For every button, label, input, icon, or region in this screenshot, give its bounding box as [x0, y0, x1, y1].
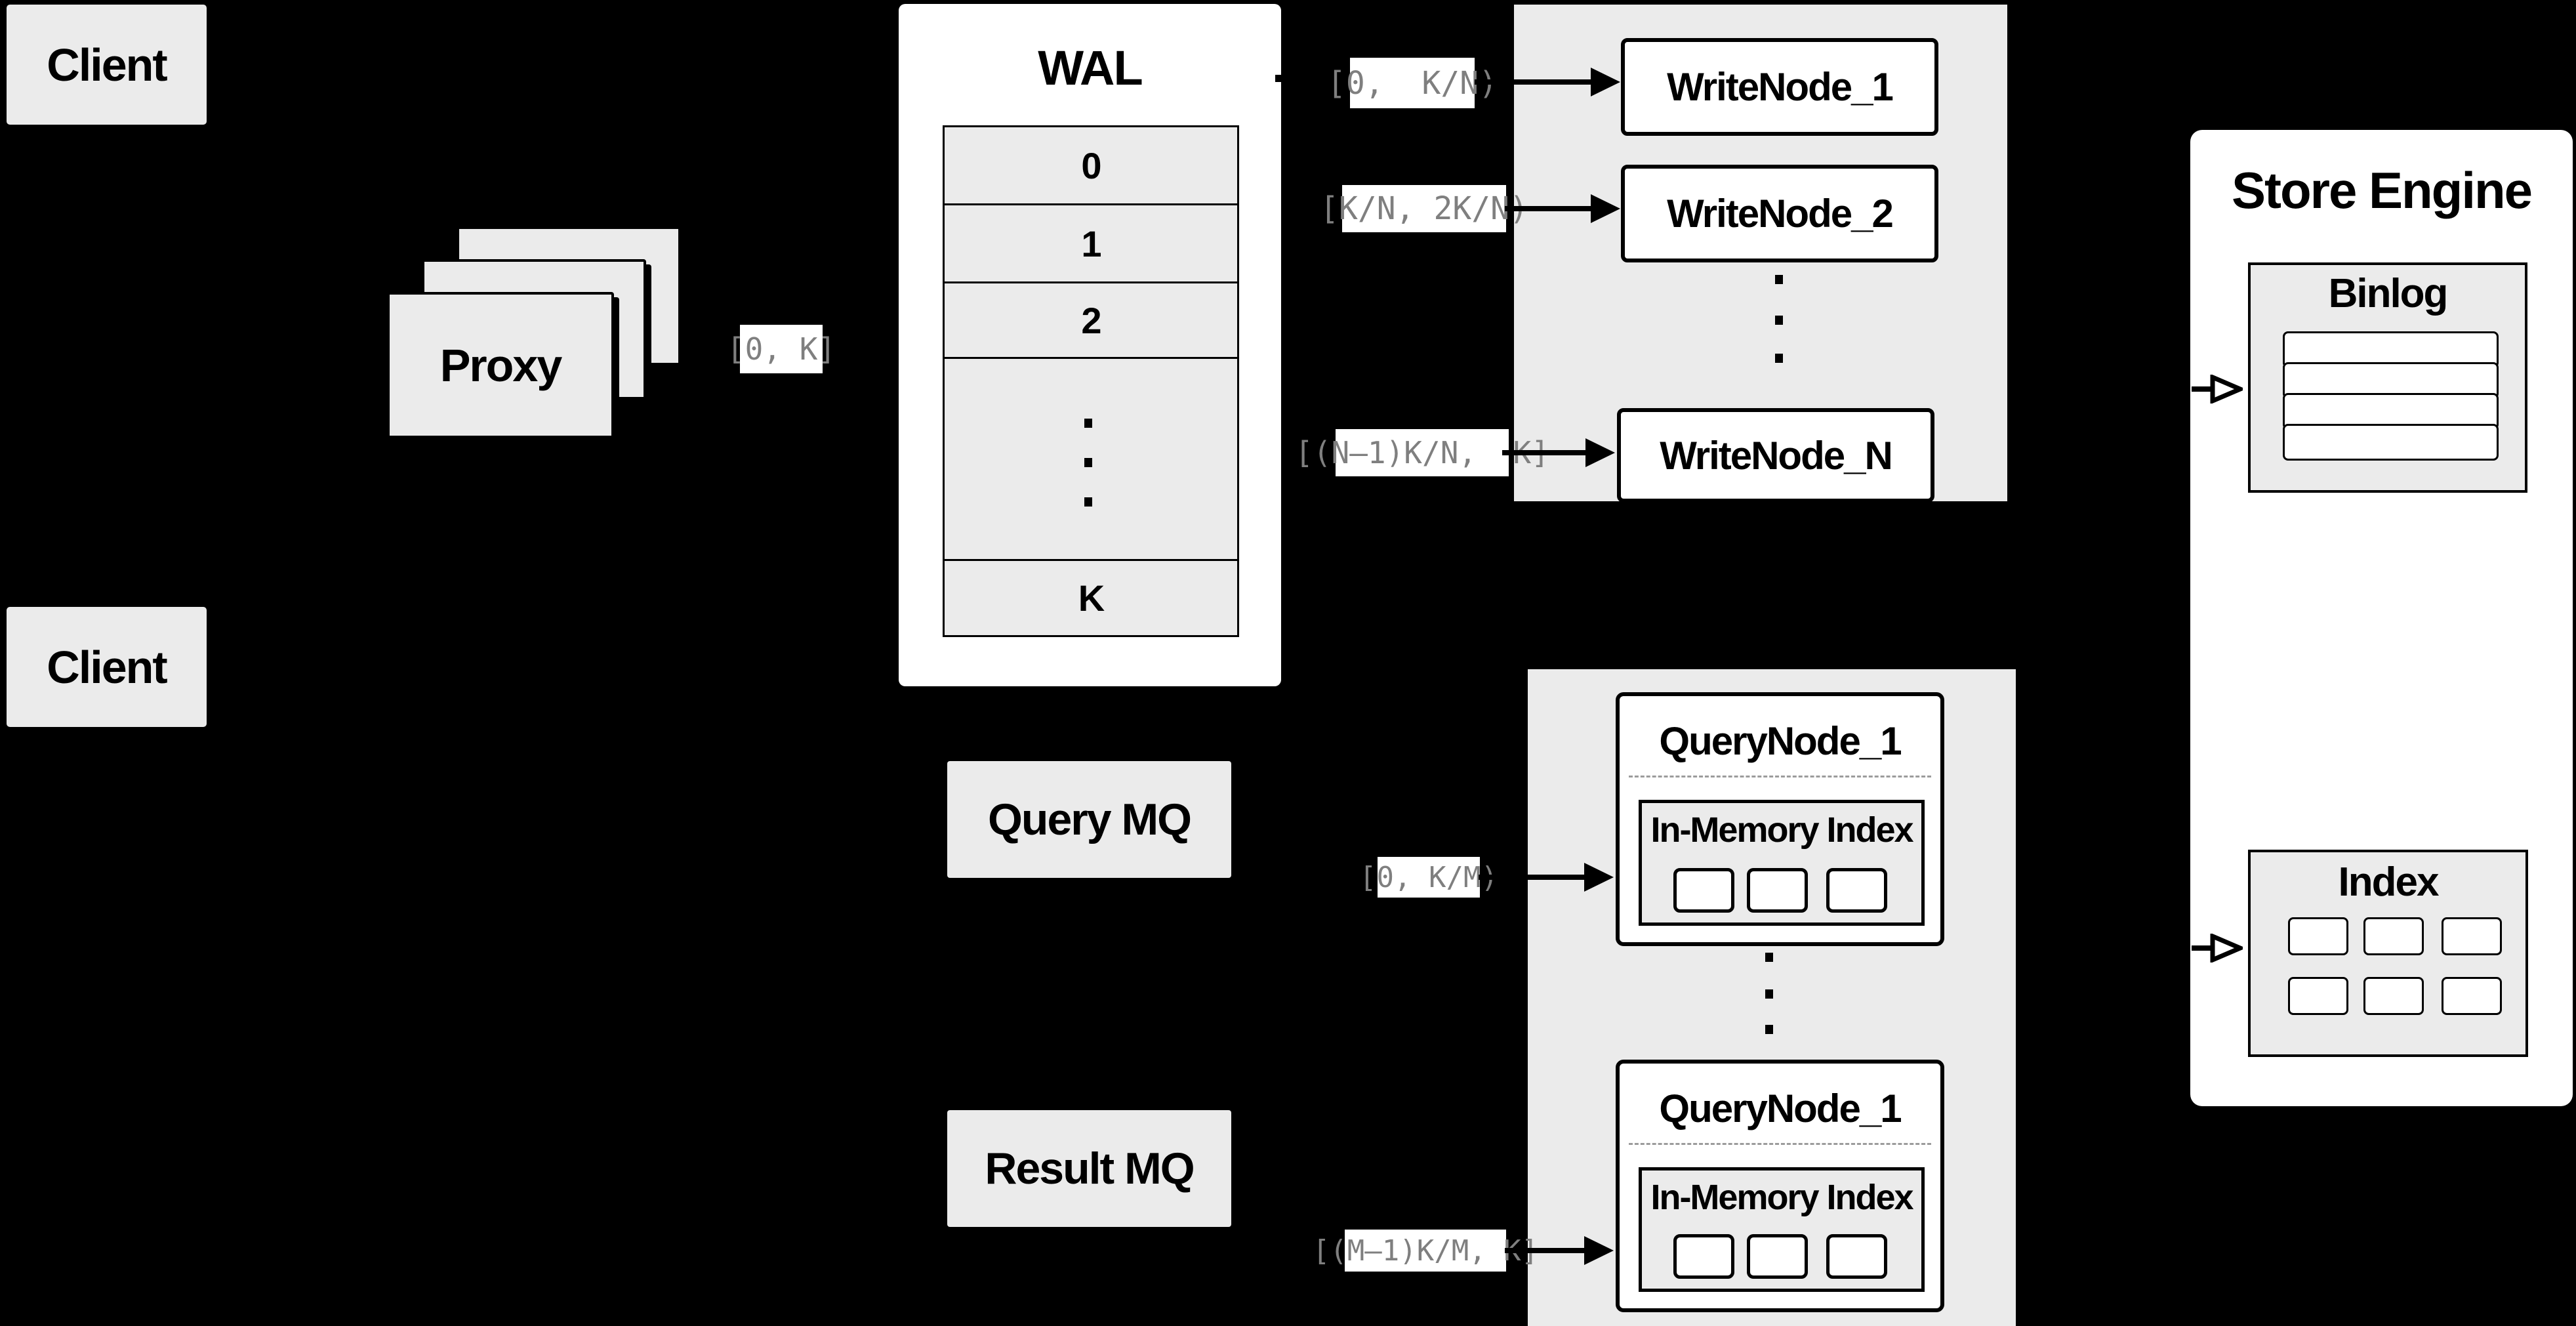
dashed-divider: [1629, 776, 1931, 777]
arrow-to-binlog-icon: [2192, 375, 2243, 404]
wal-ellipsis-row: [943, 357, 1239, 561]
ellipsis-dot-icon: [1775, 354, 1783, 363]
ellipsis-dot-icon: [1775, 275, 1783, 284]
write-node-n: WriteNode_N: [1617, 408, 1934, 503]
index-box: Index: [2248, 850, 2528, 1057]
memory-segment-cell: [1673, 868, 1734, 913]
in-memory-index-box-2: In-Memory Index: [1639, 1167, 1925, 1292]
binlog-row: [2283, 362, 2499, 399]
memory-segment-cell: [1747, 1234, 1808, 1279]
arrow-to-index-icon: [2192, 934, 2243, 963]
wal-segment-row-2: 2: [943, 281, 1239, 359]
client-box-top: Client: [7, 5, 207, 125]
proxy-card-front: Proxy: [387, 292, 614, 438]
edge-label-write-n: [(N–1)K/N, K]: [1295, 429, 1549, 476]
edge-label-write-2: [K/N, 2K/N): [1320, 185, 1528, 232]
in-memory-index-box: In-Memory Index: [1639, 800, 1925, 926]
index-cell: [2363, 917, 2424, 955]
index-cell: [2442, 977, 2502, 1015]
store-engine-panel: Store Engine Binlog Index: [2190, 130, 2573, 1106]
in-memory-index-title: In-Memory Index: [1650, 810, 1913, 850]
memory-segment-cell: [1673, 1234, 1734, 1279]
wal-segment-row-k: K: [943, 559, 1239, 637]
arrow-to-write-node-1-icon: [1475, 68, 1620, 96]
wal-connector-stub: [1275, 75, 1283, 82]
query-node-1: QueryNode_1 In-Memory Index: [1616, 692, 1944, 946]
proxy-label: Proxy: [440, 339, 563, 391]
query-mq-box: Query MQ: [947, 761, 1231, 878]
arrow-to-write-node-n-icon: [1502, 438, 1615, 467]
write-node-1-label: WriteNode_1: [1667, 65, 1894, 109]
binlog-row: [2283, 424, 2499, 461]
binlog-title: Binlog: [2328, 270, 2449, 316]
store-engine-title: Store Engine: [2231, 161, 2533, 219]
edge-label-query-1: [0, K/M): [1359, 857, 1498, 898]
wal-segment-table: 0 1 2 K: [943, 125, 1239, 637]
memory-segment-cell: [1826, 868, 1887, 913]
query-mq-label: Query MQ: [988, 795, 1192, 844]
client-top-label: Client: [47, 39, 167, 91]
ellipsis-dot-icon: [1084, 497, 1092, 507]
binlog-box: Binlog: [2248, 262, 2527, 493]
index-cell: [2288, 977, 2348, 1015]
index-cell: [2288, 917, 2348, 955]
ellipsis-dot-icon: [1765, 989, 1773, 999]
write-node-2: WriteNode_2: [1621, 165, 1938, 262]
write-node-1: WriteNode_1: [1621, 38, 1938, 136]
client-bottom-label: Client: [47, 641, 167, 693]
edge-label-proxy-range: [0, K]: [727, 325, 836, 373]
wal-segment-row-0: 0: [943, 125, 1239, 205]
write-node-n-label: WriteNode_N: [1660, 433, 1893, 478]
ellipsis-dot-icon: [1084, 458, 1092, 467]
client-box-bottom: Client: [7, 607, 207, 727]
dashed-divider: [1629, 1143, 1931, 1145]
ellipsis-dot-icon: [1084, 419, 1092, 428]
edge-label-query-m: [(M–1)K/M, K]: [1313, 1230, 1538, 1272]
wal-title: WAL: [1038, 41, 1143, 95]
result-mq-box: Result MQ: [947, 1110, 1231, 1227]
query-node-2: QueryNode_1 In-Memory Index: [1616, 1060, 1944, 1312]
edge-label-write-1: [0, K/N): [1327, 58, 1498, 108]
query-node-1-title: QueryNode_1: [1659, 718, 1902, 763]
result-mq-label: Result MQ: [985, 1144, 1195, 1193]
ellipsis-dot-icon: [1775, 316, 1783, 325]
in-memory-index-title-2: In-Memory Index: [1650, 1178, 1913, 1217]
memory-segment-cell: [1747, 868, 1808, 913]
arrow-to-write-node-2-icon: [1505, 194, 1620, 223]
index-cell: [2363, 977, 2424, 1015]
wal-segment-row-1: 1: [943, 203, 1239, 283]
store-engine-title-row: Store Engine: [2190, 157, 2573, 223]
ellipsis-dot-icon: [1765, 953, 1773, 962]
index-title: Index: [2338, 859, 2440, 905]
arrow-to-query-node-1-icon: [1479, 863, 1614, 892]
wal-panel: WAL 0 1 2 K: [899, 4, 1283, 686]
index-cell: [2442, 917, 2502, 955]
ellipsis-dot-icon: [1765, 1025, 1773, 1034]
query-node-2-title: QueryNode_1: [1659, 1086, 1902, 1130]
binlog-row: [2283, 331, 2499, 368]
write-node-2-label: WriteNode_2: [1667, 192, 1894, 236]
memory-segment-cell: [1826, 1234, 1887, 1279]
wal-title-row: WAL: [899, 37, 1281, 99]
arrow-to-query-node-2-icon: [1505, 1236, 1614, 1265]
